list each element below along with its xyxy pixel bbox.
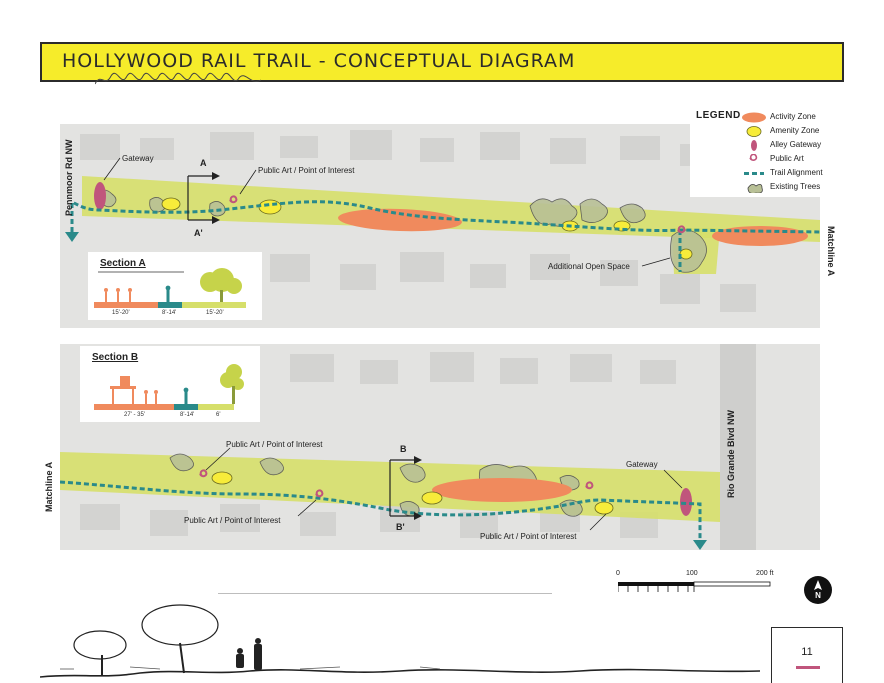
landscape-sketch — [40, 604, 761, 678]
scribble-decoration — [95, 72, 262, 85]
page-number: 11 — [801, 646, 813, 658]
section-a-prime-marker: A' — [194, 228, 203, 238]
section-a-marker: A — [200, 158, 207, 168]
section-b-dim-3: 6' — [216, 412, 221, 418]
section-b-panel: Section B 27' - 35' 8'-14' 6' — [80, 346, 260, 422]
section-a-graphic — [94, 268, 246, 308]
section-a-dim-3: 15'-20' — [206, 310, 224, 316]
scale-label-100: 100 — [686, 570, 698, 577]
activity-zone — [712, 226, 808, 246]
section-a-dim-1: 15'-20' — [112, 310, 130, 316]
gateway-label-b: Gateway — [626, 460, 658, 469]
section-a-panel: Section A 15'-20' 8'-14' 15'-20' — [88, 252, 262, 320]
section-b-dim-1: 27' - 35' — [124, 412, 145, 418]
pennmoor-street-label: Pennmoor Rd NW — [64, 139, 74, 217]
page-number-box: 11 — [771, 627, 843, 683]
scale-label-200: 200 ft — [756, 570, 774, 577]
section-b-dim-2: 8'-14' — [180, 412, 195, 418]
rio-grande-street-label: Rio Grande Blvd NW — [726, 409, 736, 498]
activity-zone — [432, 478, 572, 502]
legend: LEGEND Activity Zone Amenity Zone Alley … — [690, 103, 842, 197]
public-art-label: Public Art / Point of Interest — [258, 166, 355, 175]
matchline-a-label-b: Matchline A — [44, 461, 54, 512]
divider-line — [218, 593, 552, 594]
gateway-label: Gateway — [122, 154, 154, 163]
section-b-marker: B — [400, 444, 407, 454]
page-title: HOLLYWOOD RAIL TRAIL - CONCEPTUAL DIAGRA… — [62, 50, 576, 72]
scale-label-0: 0 — [616, 570, 620, 577]
north-label: N — [815, 591, 821, 600]
section-b-title: Section B — [92, 352, 139, 363]
activity-zone — [338, 208, 462, 232]
page-number-underline — [796, 666, 820, 669]
legend-title: LEGEND — [696, 110, 741, 121]
scale-bar: 0 100 200 ft — [616, 570, 778, 601]
section-a-dim-2: 8'-14' — [162, 310, 177, 316]
open-space-label: Additional Open Space — [548, 262, 630, 271]
matchline-a-label: Matchline A — [826, 226, 836, 277]
title-banner: HOLLYWOOD RAIL TRAIL - CONCEPTUAL DIAGRA… — [40, 42, 844, 82]
public-art-label-1: Public Art / Point of Interest — [226, 440, 323, 449]
public-art-label-2: Public Art / Point of Interest — [184, 516, 281, 525]
north-arrow-icon: N — [804, 576, 832, 604]
section-b-graphic — [94, 364, 244, 410]
section-a-title: Section A — [100, 258, 146, 269]
section-b-prime-marker: B' — [396, 522, 405, 532]
public-art-label-3: Public Art / Point of Interest — [480, 532, 577, 541]
